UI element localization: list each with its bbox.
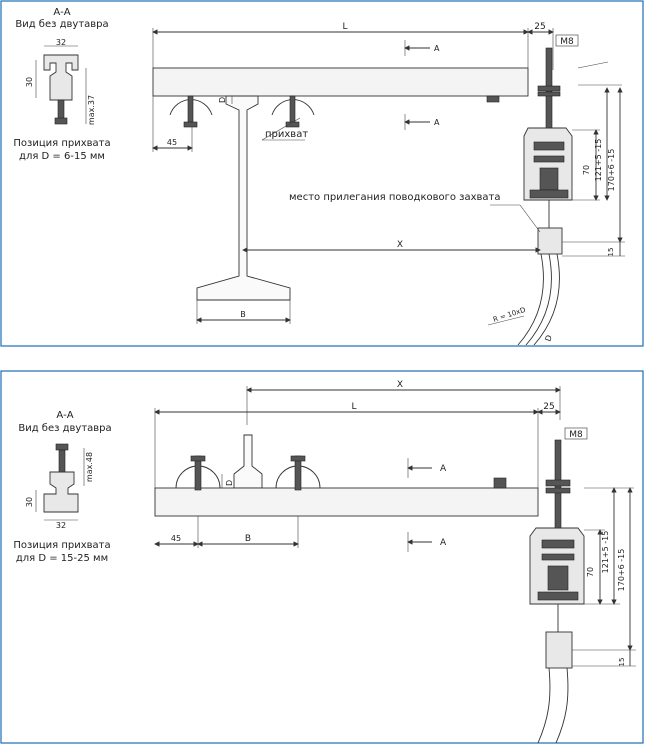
bottom-rail [233,434,263,489]
bottom-dim-121: 121+5 -15 [601,531,610,574]
bottom-dim-max: max.48 [85,452,94,482]
bottom-M8: M8 [569,430,583,440]
top-i-beam [196,95,291,301]
top-dim-X: X [397,240,403,250]
top-dim-max: max.37 [87,95,96,125]
top-dim-45: 45 [167,138,177,147]
bottom-dim-X: X [397,380,403,390]
bottom-section-detail: А-А Вид без двутавра max.48 30 32 Позици… [13,410,111,564]
bottom-A-lower: A [440,538,447,548]
bottom-D: D [225,480,234,486]
top-A-upper: A [434,44,440,53]
bottom-frame [0,370,644,744]
top-dim-121: 121+5 -15 [594,139,603,182]
bottom-position-line1: Позиция прихвата [13,540,110,551]
bottom-dim-32: 32 [56,521,66,530]
bottom-clamp-profile [43,471,79,513]
top-clamp-label: прихват [265,129,308,140]
bottom-dim-70: 70 [586,567,595,577]
bottom-section-title: А-А [56,410,73,421]
top-section-detail: А-А Вид без двутавра 32 30 max.37 Позици… [13,7,110,162]
top-dim-30: 30 [25,77,34,87]
bottom-dim-30: 30 [25,497,34,507]
bottom-dim-15: 15 [618,658,626,667]
bottom-A-upper: A [440,464,447,474]
bottom-trolley [529,439,585,744]
bottom-tow-clamp [545,631,573,669]
top-dim-B: B [240,310,246,319]
top-position-line2: для D = 6-15 мм [19,151,105,162]
top-dim-70: 70 [582,165,591,175]
top-A-lower: A [434,118,440,127]
top-D: D [218,97,227,103]
bottom-dim-L: L [351,402,356,412]
top-trolley [517,47,573,346]
top-dim-25: 25 [534,22,545,32]
top-M8: M8 [560,37,574,47]
top-tow-clamp [537,227,563,255]
top-panel: А-А Вид без двутавра 32 30 max.37 Позици… [0,0,644,347]
bottom-dim-25: 25 [543,402,554,412]
top-section-view: Вид без двутавра [15,19,108,30]
bottom-dim-B: B [245,534,251,544]
bottom-section-view: Вид без двутавра [18,423,111,434]
bottom-position-line2: для D = 15-25 мм [16,553,108,564]
bottom-panel: А-А Вид без двутавра max.48 30 32 Позици… [0,370,644,744]
bottom-dim-170: 170+6 -15 [617,549,626,592]
top-contact-label: место прилегания поводкового захвата [289,192,501,203]
top-bolt [57,99,65,121]
top-frame [0,0,644,347]
top-R-label: R = 10xD [492,306,526,324]
top-section-title: А-А [53,7,70,18]
bottom-dim-45: 45 [171,534,181,543]
top-clamp-profile [43,54,79,101]
top-dim-170: 170+6 -15 [607,149,616,192]
top-dim-15: 15 [607,248,615,257]
bottom-beam [154,487,539,517]
top-cable-D: D [543,334,554,343]
top-position-line1: Позиция прихвата [13,138,110,149]
top-beam [152,67,529,97]
top-dim-L: L [342,22,347,32]
top-dim-32: 32 [56,38,66,47]
